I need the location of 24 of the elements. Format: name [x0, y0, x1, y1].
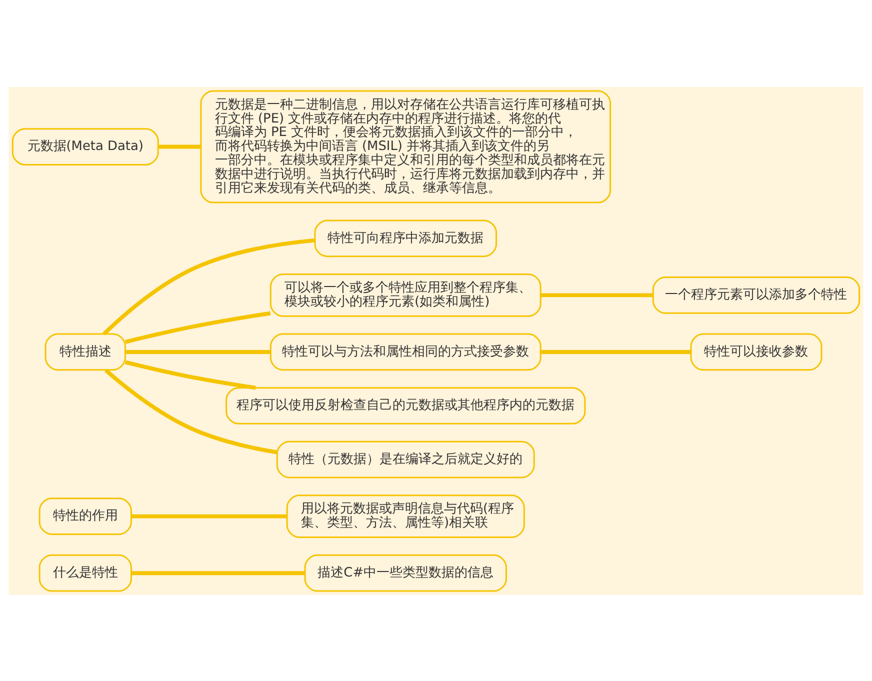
- connector: [124, 310, 271, 344]
- node-box: 特性可以与方法和属性相同的方式接受参数: [270, 332, 542, 370]
- node-box: 特性可以接收参数: [690, 332, 822, 370]
- connector: [540, 349, 691, 354]
- node-box: 一个程序元素可以添加多个特性: [652, 276, 860, 314]
- node-box: 描述C#中一些类型数据的信息: [304, 554, 507, 592]
- node-box: 特性的作用: [38, 497, 132, 534]
- connector: [158, 144, 201, 148]
- connector: [131, 570, 305, 575]
- node-box: 特性（元数据）是在编译之后就定义好的: [276, 440, 535, 478]
- node-box: 用以将元数据或声明信息与代码(程序集、类型、方法、属性等)相关联: [286, 494, 525, 538]
- connector: [125, 349, 270, 354]
- connector: [540, 292, 654, 297]
- connector: [124, 360, 256, 390]
- node-box: 可以将一个或多个特性应用到整个程序集、模块或较小的程序元素(如类和属性): [270, 273, 542, 316]
- connector: [102, 238, 316, 335]
- node-box: 元数据是一种二进制信息，用以对存储在公共语言运行库可移植可执行文件 (PE) 文件或存储在内存中的程序进行描述。将您的代码编译为 PE 文件时，便会将元数据插入到该文件的一部分中，而将代码转换为中间语言 (MSIL) 并将其插入到该文件的另一部分中。在模块或程序集中定义和引用的每个类型和成员都将在元数据中进行说明。当执行代码时，运行库将元数据加载到内存中，并引用它来发现有关代码的类、成员、继承等信息。: [200, 90, 612, 203]
- connector: [131, 514, 287, 518]
- node-box: 特性可向程序中添加元数据: [314, 219, 498, 257]
- node-box: 元数据(Meta Data): [12, 128, 159, 165]
- node-box: 什么是特性: [38, 554, 132, 592]
- node-box: 特性描述: [44, 332, 126, 370]
- connector: [104, 368, 278, 454]
- node-box: 程序可以使用反射检查自己的元数据或其他程序内的元数据: [226, 386, 586, 424]
